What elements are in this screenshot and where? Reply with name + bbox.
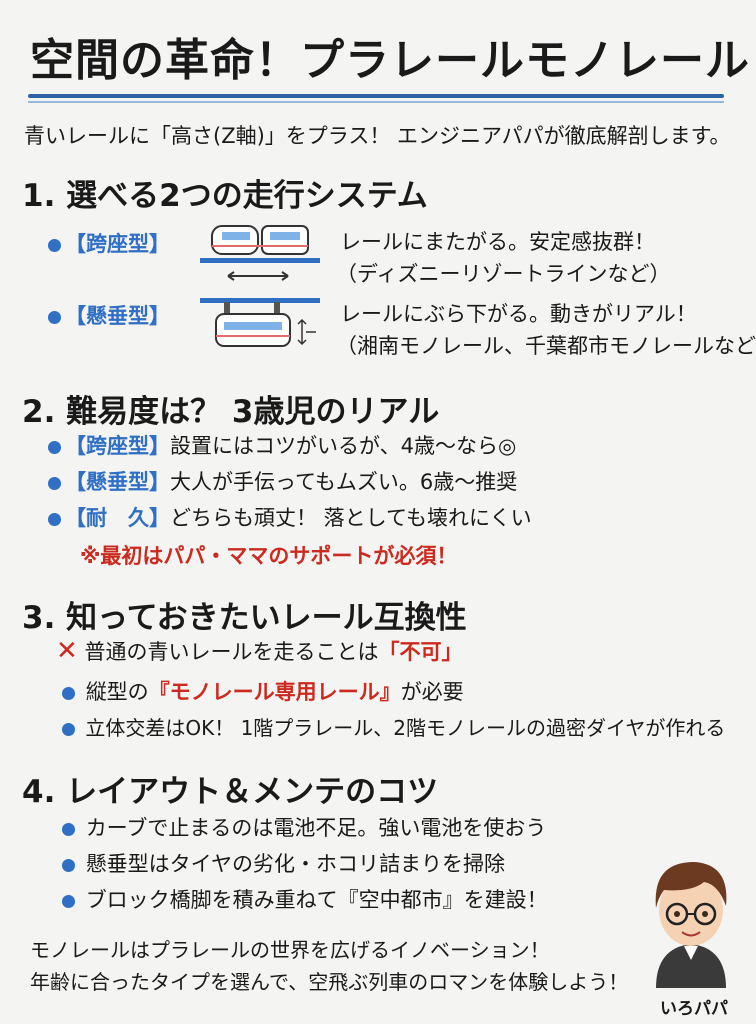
item-tag: 【耐 久】 (65, 506, 170, 530)
tip-item: 懸垂型はタイヤの劣化・ホコリ詰まりを掃除 (62, 848, 505, 878)
cross-icon: ✕ (56, 636, 78, 666)
item-text: 懸垂型はタイヤの劣化・ホコリ詰まりを掃除 (85, 852, 506, 876)
suspended-monorail-icon (200, 298, 320, 347)
tip-item: カーブで止まるのは電池不足。強い電池を使おう (62, 812, 546, 842)
title-underline-thin (28, 101, 724, 103)
highlight: 「不可」 (378, 640, 463, 664)
title-underline (28, 94, 724, 98)
bullet-icon (48, 440, 61, 454)
item-text: 立体交差はOK！ 1階プラレール、2階モノレールの過密ダイヤが作れる (85, 716, 726, 740)
section2-item: 【懸垂型】大人が手伝ってもムズい。6歳～推奨 (48, 466, 517, 496)
item-tag: 【跨座型】 (65, 232, 170, 256)
support-note: ※最初はパパ・ママのサポートが必須！ (80, 544, 458, 568)
item-tag: 【懸垂型】 (65, 470, 170, 494)
bullet-icon (62, 894, 75, 908)
section1-item1-line2: （ディズニーリゾートラインなど） (336, 262, 671, 286)
section3-heading: 3. 知っておきたいレール互換性 (22, 600, 467, 636)
intro-text: 青いレールに「高さ(Z軸)」をプラス！ エンジニアパパが徹底解剖します。 (24, 124, 731, 148)
bullet-icon (48, 512, 61, 526)
bullet-icon (62, 822, 75, 836)
section2-item: 【跨座型】設置にはコツがいるが、4歳～なら◎ (48, 430, 516, 460)
closing-line1: モノレールはプラレールの世界を広げるイノベーション！ (30, 938, 550, 962)
bullet-icon (48, 238, 61, 252)
closing-line2: 年齢に合ったタイプを選んで、空飛ぶ列車のロマンを体験しよう！ (30, 970, 629, 994)
incompatible-note: ✕ 普通の青いレールを走ることは「不可」 (56, 636, 462, 666)
section1-item1-line1: レールにまたがる。安定感抜群！ (340, 230, 655, 254)
bullet-icon (48, 310, 61, 324)
author-name: いろパパ (660, 999, 728, 1019)
item-tag: 【懸垂型】 (65, 304, 170, 328)
crossing-note: 立体交差はOK！ 1階プラレール、2階モノレールの過密ダイヤが作れる (62, 712, 725, 741)
section1-item-suspended: 【懸垂型】 (48, 300, 170, 330)
highlight: 『モノレール専用レール』 (148, 680, 401, 704)
bullet-icon (62, 723, 75, 736)
section2-heading: 2. 難易度は？ 3歳児のリアル (22, 394, 440, 430)
section1-item2-line2: （湘南モノレール、千葉都市モノレールなど） (336, 334, 756, 358)
section2-item: 【耐 久】どちらも頑丈！ 落としても壊れにくい (48, 502, 532, 532)
page-title: 空間の革命！プラレールモノレール (30, 35, 750, 86)
required-rail-note: 縦型の『モノレール専用レール』が必要 (62, 676, 464, 706)
author-avatar (655, 862, 727, 988)
bullet-icon (48, 476, 61, 490)
bullet-icon (62, 858, 75, 872)
item-text: 設置にはコツがいるが、4歳～なら◎ (170, 434, 517, 458)
bullet-icon (62, 686, 75, 700)
item-text: が必要 (400, 680, 464, 704)
item-tag: 【跨座型】 (65, 434, 170, 458)
item-text: 大人が手伝ってもムズい。6歳～推奨 (170, 470, 518, 494)
item-text: ブロック橋脚を積み重ねて『空中都市』を建設！ (85, 888, 548, 912)
section1-item2-line1: レールにぶら下がる。動きがリアル！ (340, 302, 697, 326)
section4-heading: 4. レイアウト＆メンテのコツ (22, 774, 439, 810)
item-text: カーブで止まるのは電池不足。強い電池を使おう (85, 816, 547, 840)
section1-heading: 1. 選べる2つの走行システム (22, 178, 428, 214)
section1-item-straddle: 【跨座型】 (48, 228, 170, 258)
tip-item: ブロック橋脚を積み重ねて『空中都市』を建設！ (62, 884, 548, 914)
item-text: どちらも頑丈！ 落としても壊れにくい (170, 506, 532, 530)
item-text: 普通の青いレールを走ることは (84, 640, 379, 664)
item-text: 縦型の (85, 680, 149, 704)
straddle-monorail-icon (200, 225, 320, 281)
